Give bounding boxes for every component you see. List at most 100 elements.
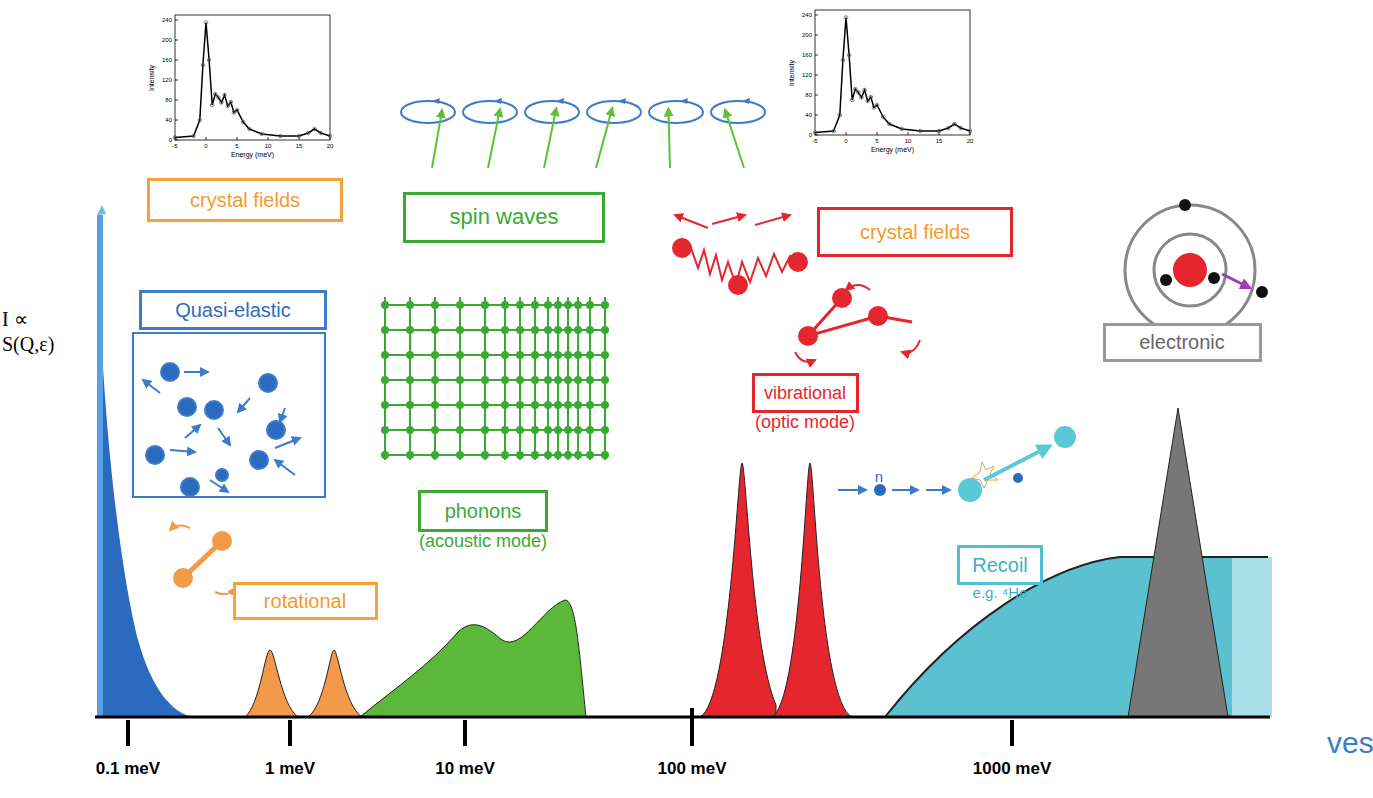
plot-frame [175,15,330,140]
lattice-row [383,379,607,381]
lattice-atom [564,326,572,334]
drawn-path [1010,720,1014,746]
lattice-atom [381,426,389,434]
lattice-atom [501,376,509,384]
lattice-row [383,329,607,331]
plot-marker [968,129,972,133]
lattice-atom [531,376,539,384]
axis-ticks [128,708,1012,746]
lattice-atom [544,426,552,434]
lattice-atom [406,351,414,359]
plot-marker [319,131,323,135]
plot-tick-label: 160 [162,57,172,63]
lattice-atom [544,351,552,359]
lattice-atom [381,301,389,309]
plot-tick [815,55,818,56]
lattice-atom [456,326,464,334]
lattice-atom [554,426,562,434]
lattice-atom [406,426,414,434]
box-label: Recoil [972,554,1028,577]
plot-tick [175,40,178,41]
drawn-circle [250,451,268,469]
plot-tick-label: 200 [802,32,812,38]
spin-vector [432,110,442,168]
lattice-atom [586,376,594,384]
plot-marker [223,93,227,97]
plot-tick-label: -5 [812,138,817,144]
plot-marker [860,96,864,100]
rotor-molecule [170,525,236,594]
lattice-atom [481,426,489,434]
drawn-circle [728,275,748,295]
plot-tick [877,132,878,135]
recoil-fade [1232,557,1272,717]
drawn-circle [216,469,228,481]
recoil-box: Recoile.g. ⁴He [957,545,1043,585]
lattice-atom [456,401,464,409]
drawn-path [892,489,918,491]
box-label: electronic [1139,331,1225,354]
drawn-circle [958,478,982,502]
lattice-atom [554,301,562,309]
energy-tick-label: 0.1 meV [96,759,160,779]
plot-tick [268,137,269,140]
drawn-path [126,720,130,746]
drawn-path [280,408,285,422]
plot-tick-label: 15 [296,143,303,149]
lattice-atom [531,301,539,309]
drawn-path [275,438,300,448]
orbit-arrow [432,98,440,104]
lattice-atom [381,451,389,459]
plot-marker [937,129,941,133]
drawn-path [926,489,950,491]
lattice-atom [481,351,489,359]
drawn-circle [1125,205,1255,335]
plot-tick-label: 120 [162,77,172,83]
drawn-path [1222,274,1250,288]
plot-tick [815,75,818,76]
plot-axis-title: Intensity [788,59,795,85]
plot-tick-label: 20 [327,143,334,149]
spin-vector [544,108,556,168]
drawn-path [808,298,912,336]
lattice-atom [531,401,539,409]
rotational-box: rotational [233,582,378,620]
orbit-arrow [742,98,750,104]
drawn-circle [1208,272,1220,284]
plot-tick-label: 160 [802,52,812,58]
crystal-field-box: crystal fields [147,178,343,222]
lattice-atom [406,401,414,409]
orbit-arrow [494,98,502,104]
plot-tick-label: 40 [165,117,172,123]
lattice-atom [431,326,439,334]
plot-marker [260,132,264,136]
plot-marker [307,131,311,135]
drawn-path [210,480,228,492]
lattice-atom [516,376,524,384]
plot-tick-label: 0 [844,138,847,144]
plot-marker [226,104,230,108]
box-sublabel: (optic mode) [755,412,855,433]
axis-title: I ∝ S(Q,ε) [2,307,72,357]
drawn-circle [205,401,223,419]
crystal-field-box: crystal fields [817,207,1013,257]
phonon-band [360,600,586,717]
plot-marker [888,122,892,126]
drawn-path [288,720,292,746]
lattice-atom [601,376,609,384]
plot-marker [844,16,848,20]
drawn-circle [798,326,818,346]
energy-tick-label: 100 meV [658,759,727,779]
lattice-atom [531,426,539,434]
lattice-atom [586,451,594,459]
plot-marker [813,131,817,135]
plot-marker [863,88,867,92]
plot-tick-label: 80 [805,92,812,98]
drawn-path [690,708,694,746]
lattice-atom [554,451,562,459]
plot-marker [204,21,208,25]
box-sublabel: e.g. ⁴He [973,584,1028,601]
lattice-atom [574,401,582,409]
box-label: spin waves [450,204,559,230]
plot-marker [959,126,963,130]
